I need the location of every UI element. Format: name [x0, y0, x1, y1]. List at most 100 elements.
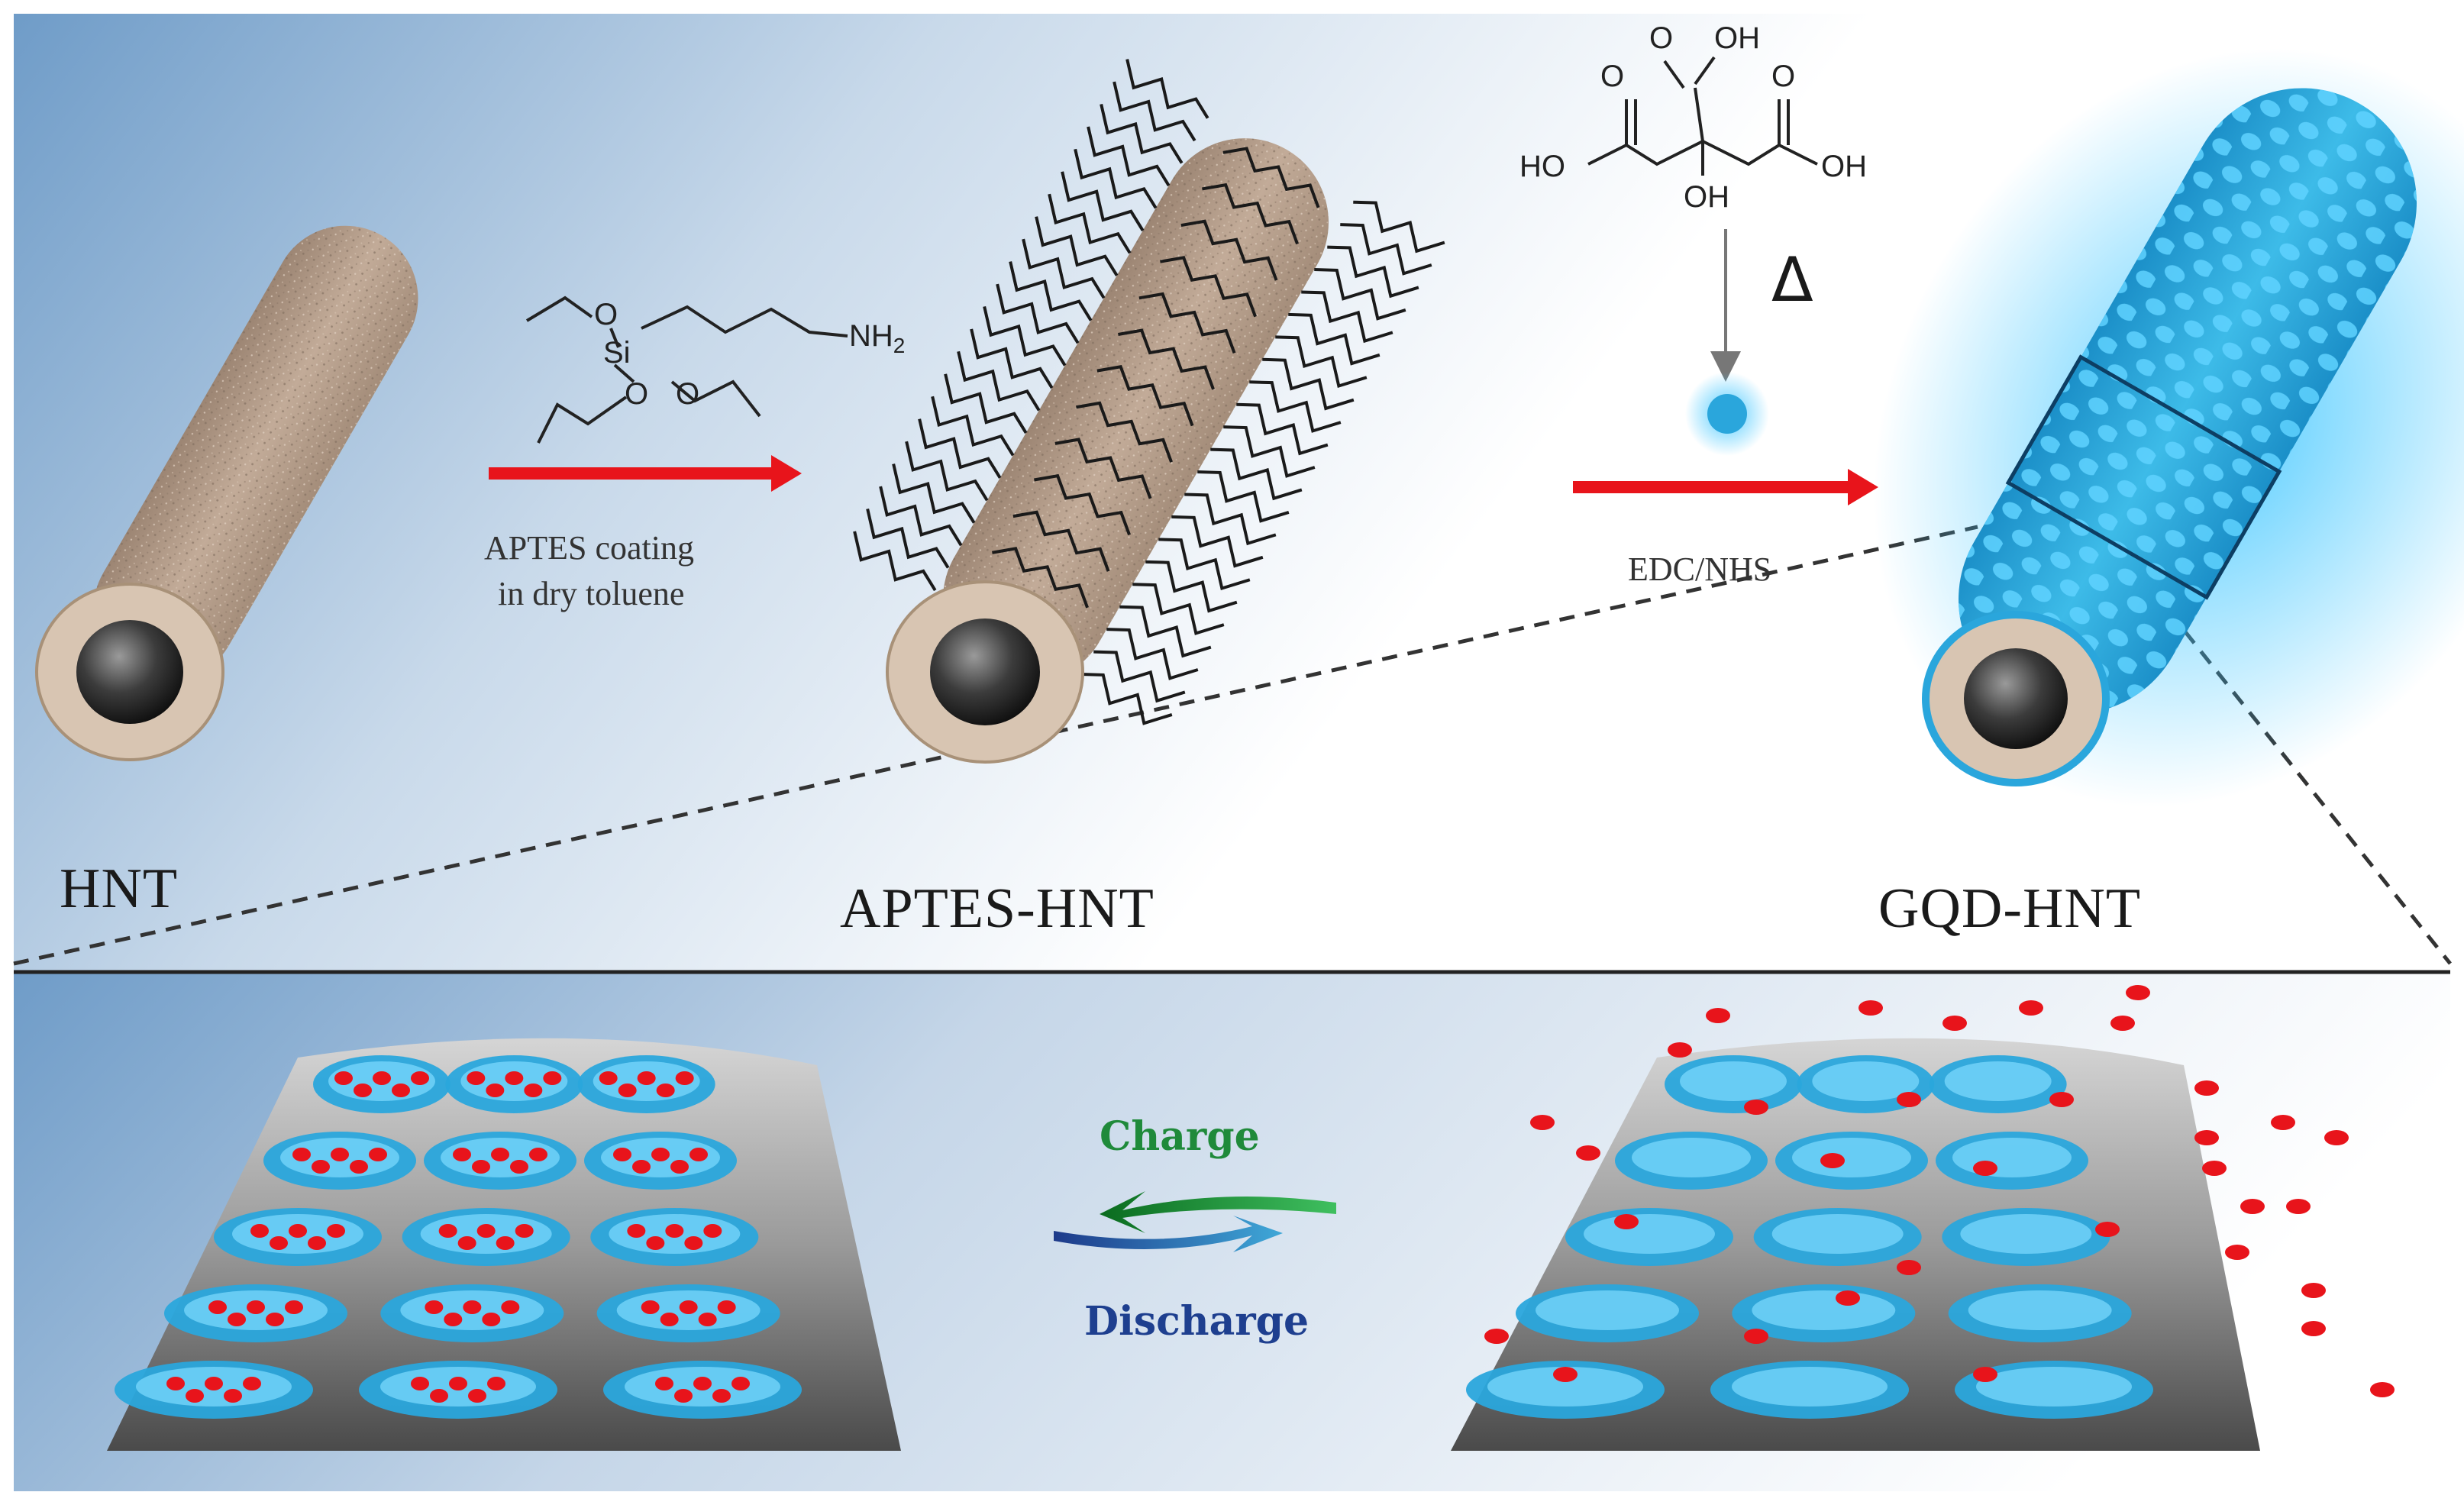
lithium-ion — [2202, 1161, 2227, 1176]
aptes-chains — [853, 59, 1445, 725]
lithium-ion — [1942, 1016, 1967, 1031]
aptes-chain — [1223, 425, 1316, 478]
lithium-ion — [2301, 1283, 2326, 1298]
lithium-ion — [641, 1300, 660, 1314]
aptes-chain — [1132, 583, 1225, 635]
aptes-chain — [1314, 268, 1406, 321]
electrode-slab-charged — [107, 1038, 901, 1451]
graphene-highlight — [1680, 1061, 1787, 1101]
aptes-chain — [1249, 380, 1342, 433]
lithium-ion — [308, 1236, 326, 1250]
arrow-aptes-coating — [489, 455, 802, 492]
lithium-ion — [2049, 1092, 2074, 1107]
aptes-chain — [1087, 126, 1171, 187]
aptes-chain — [1119, 605, 1212, 658]
lithium-ion — [1820, 1153, 1845, 1168]
aptes-chain — [866, 509, 950, 569]
lithium-ion — [632, 1160, 651, 1174]
graphene-highlight — [1732, 1367, 1888, 1406]
graphene-highlight — [1812, 1061, 1920, 1101]
graphene-highlight — [1771, 1214, 1904, 1254]
lithium-ion — [698, 1313, 717, 1326]
lithium-ion — [444, 1313, 463, 1326]
aptes-chain — [996, 283, 1080, 344]
lithium-ion — [166, 1377, 185, 1390]
aptes-chain — [1061, 171, 1145, 231]
aptes-chain — [944, 373, 1028, 434]
lithium-ion — [449, 1377, 467, 1390]
surface-chain — [1012, 510, 1110, 572]
lithium-ion — [1484, 1329, 1509, 1344]
lithium-ion — [476, 1224, 496, 1238]
hnt-tube — [35, 225, 418, 761]
lithium-ion — [496, 1236, 515, 1250]
aptes-chain — [931, 396, 1015, 457]
lithium-ion — [2301, 1321, 2326, 1336]
aptes-chain — [1074, 148, 1158, 209]
lithium-ion — [651, 1148, 670, 1161]
lithium-ion — [712, 1389, 731, 1403]
lithium-ion — [689, 1148, 708, 1161]
lithium-ion — [430, 1389, 448, 1403]
lithium-ion — [438, 1224, 457, 1238]
lithium-ion — [660, 1313, 679, 1326]
lithium-ion — [373, 1071, 391, 1085]
graphene-highlight — [1584, 1214, 1715, 1254]
aptes-chain — [957, 350, 1041, 412]
lithium-ion — [1706, 1008, 1730, 1023]
lithium-ion — [350, 1160, 368, 1174]
lithium-ion — [627, 1224, 646, 1238]
lithium-ion — [703, 1224, 722, 1238]
lithium-ion — [266, 1313, 284, 1326]
lithium-ion — [472, 1160, 490, 1174]
surface-chain — [1076, 401, 1173, 463]
lithium-ion — [425, 1300, 444, 1314]
lithium-ion — [1614, 1214, 1639, 1229]
lithium-ion — [354, 1084, 372, 1097]
aptes-chain — [1171, 515, 1264, 568]
lithium-ion — [247, 1300, 265, 1314]
lithium-ion — [1553, 1367, 1578, 1382]
lithium-ion — [2019, 1000, 2043, 1016]
lithium-ion — [613, 1148, 631, 1161]
lithium-ion — [1744, 1100, 1768, 1115]
aptes-chain — [1009, 261, 1093, 321]
aptes-chain — [970, 328, 1054, 389]
aptes-chain — [905, 441, 989, 502]
lithium-ion — [2271, 1115, 2295, 1130]
lithium-ion — [637, 1071, 656, 1085]
aptes-chain — [1106, 628, 1199, 680]
lithium-ion — [693, 1377, 712, 1390]
zoom-dashed-lines — [13, 525, 2452, 966]
citric-acid-structure-bonds — [1587, 56, 1818, 176]
lithium-ion — [453, 1148, 471, 1161]
lithium-ion — [224, 1389, 242, 1403]
lithium-ion — [292, 1148, 311, 1161]
lithium-ion — [674, 1389, 693, 1403]
lithium-ion — [2095, 1222, 2120, 1237]
lithium-ion — [524, 1084, 543, 1097]
lithium-ion — [2126, 985, 2150, 1000]
lithium-ion — [543, 1071, 562, 1085]
aptes-chain — [1197, 470, 1290, 523]
aptes-chain — [1327, 245, 1419, 299]
surface-chain — [1096, 365, 1194, 427]
aptes-chain — [1125, 59, 1209, 119]
surface-chain — [1138, 292, 1236, 354]
lithium-ion — [250, 1224, 269, 1238]
lithium-ion — [684, 1236, 703, 1250]
lithium-ion — [2240, 1199, 2265, 1214]
gqd-hnt-tube — [1872, 48, 2464, 807]
lithium-ion — [486, 1084, 505, 1097]
discharge-arrow — [1054, 1216, 1283, 1252]
lithium-ion — [529, 1148, 547, 1161]
lithium-ion — [312, 1160, 330, 1174]
lithium-ion — [655, 1377, 673, 1390]
aptes-chain — [1262, 357, 1355, 411]
aptes-chain — [1210, 447, 1303, 501]
lithium-ion — [369, 1148, 387, 1161]
graphene-highlight — [1792, 1138, 1911, 1177]
lithium-ion — [717, 1300, 736, 1314]
surface-chain — [1034, 473, 1131, 536]
lithium-ion — [656, 1084, 675, 1097]
